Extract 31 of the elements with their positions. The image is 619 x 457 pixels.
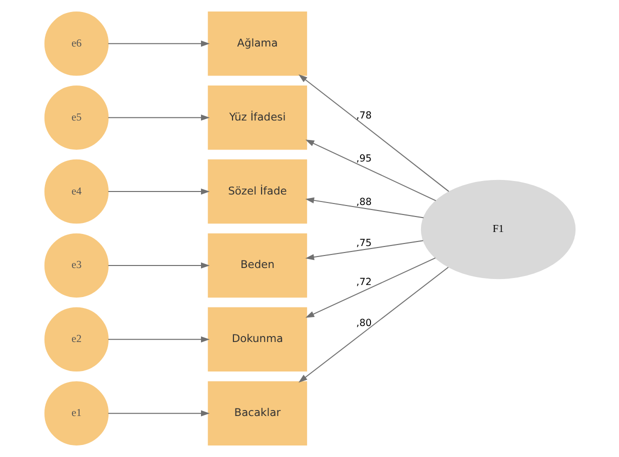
node-ellipse: F1 bbox=[420, 180, 576, 280]
node-box: Beden bbox=[207, 233, 307, 298]
arrow bbox=[304, 140, 436, 202]
edge-label: ,95 bbox=[356, 153, 372, 164]
node-circle: e6 bbox=[44, 12, 108, 76]
node-circle: e1 bbox=[44, 381, 108, 446]
node-box: Dokunma bbox=[207, 307, 307, 372]
edge-label: ,80 bbox=[356, 318, 372, 329]
node-circle: e5 bbox=[44, 85, 108, 150]
arrow bbox=[107, 114, 210, 121]
arrow bbox=[298, 266, 448, 383]
edge-label: ,88 bbox=[356, 197, 372, 208]
node-box: Ağlama bbox=[207, 12, 307, 76]
edge-label: ,75 bbox=[356, 238, 372, 250]
arrow bbox=[107, 336, 210, 342]
arrow bbox=[107, 40, 210, 47]
arrow bbox=[304, 257, 436, 318]
edge-label: ,72 bbox=[356, 276, 372, 288]
arrow bbox=[107, 262, 210, 269]
node-circle: e4 bbox=[44, 159, 108, 224]
node-box: Bacaklar bbox=[207, 381, 307, 446]
arrow bbox=[298, 74, 449, 192]
arrow bbox=[107, 410, 210, 416]
node-box: Yüz İfadesi bbox=[207, 85, 307, 150]
arrow bbox=[304, 197, 424, 218]
arrow bbox=[107, 188, 210, 195]
node-circle: e2 bbox=[44, 307, 108, 372]
node-circle: e3 bbox=[44, 233, 108, 298]
node-box: Sözel İfade bbox=[207, 159, 307, 224]
edge-label: ,78 bbox=[356, 110, 372, 122]
arrow bbox=[304, 240, 424, 260]
